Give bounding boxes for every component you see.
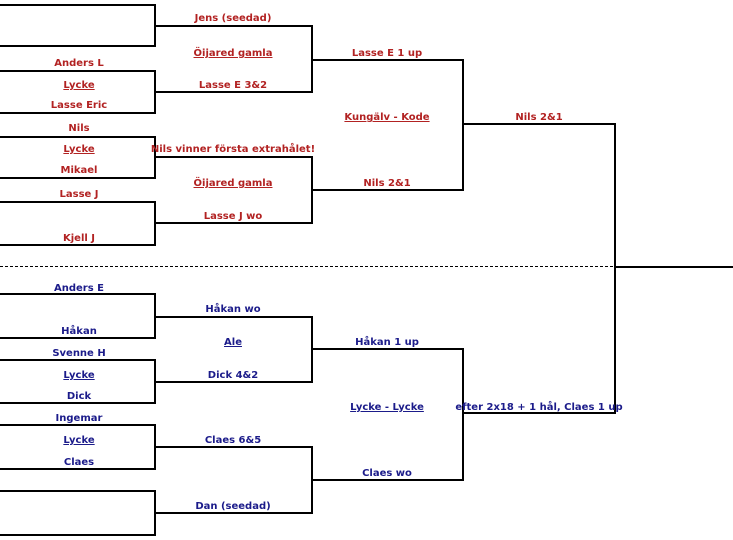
- bracket-line: [156, 25, 313, 27]
- bracket-line: [0, 244, 156, 246]
- venue-link[interactable]: Lycke: [63, 370, 95, 381]
- bracket-line: [156, 512, 313, 514]
- player-name: Mikael: [60, 165, 98, 176]
- bracket-line: [156, 156, 313, 158]
- match-result: Claes wo: [362, 468, 412, 479]
- match-result: Dan (seedad): [195, 501, 271, 512]
- bracket-line: [0, 112, 156, 114]
- bracket-line: [154, 4, 156, 47]
- bracket-line: [0, 468, 156, 470]
- match-result: Dick 4&2: [207, 370, 259, 381]
- bracket-line: [154, 293, 156, 339]
- match-result: Claes 6&5: [204, 435, 262, 446]
- bracket-line: [154, 136, 156, 179]
- venue-link[interactable]: Öijared gamla: [193, 178, 273, 189]
- bracket-line: [313, 348, 464, 350]
- venue-link[interactable]: Öijared gamla: [193, 48, 273, 59]
- player-name: Ingemar: [55, 413, 103, 424]
- venue-link[interactable]: Kungälv - Kode: [344, 112, 430, 123]
- bracket-line: [0, 490, 156, 492]
- bracket-line: [0, 293, 156, 295]
- venue-link[interactable]: Lycke - Lycke: [350, 402, 424, 413]
- player-name: Håkan: [61, 326, 97, 337]
- bracket-line: [313, 479, 464, 481]
- venue-link[interactable]: Lycke: [63, 435, 95, 446]
- bracket-line: [0, 70, 156, 72]
- bracket-line: [311, 156, 313, 224]
- bracket-line: [156, 316, 313, 318]
- player-name: Kjell J: [62, 233, 96, 244]
- bracket-line: [313, 59, 464, 61]
- bracket-line: [0, 177, 156, 179]
- final-line: [616, 266, 733, 268]
- player-name: Anders E: [54, 283, 104, 294]
- match-result: Håkan 1 up: [355, 337, 419, 348]
- player-name: Claes: [63, 457, 95, 468]
- semifinal-result: efter 2x18 + 1 hål, Claes 1 up: [455, 402, 623, 413]
- venue-link[interactable]: Ale: [224, 337, 242, 348]
- bracket-line: [462, 59, 464, 191]
- bracket-line: [154, 70, 156, 114]
- bracket-line: [156, 91, 313, 93]
- bracket-line: [154, 359, 156, 404]
- match-result: Nils 2&1: [363, 178, 411, 189]
- bracket-line: [0, 402, 156, 404]
- match-result: Lasse E 1 up: [351, 48, 423, 59]
- bracket-line: [0, 4, 156, 6]
- player-name: Nils: [68, 123, 90, 134]
- bracket-line: [0, 424, 156, 426]
- player-name: Dick: [66, 391, 92, 402]
- match-result: Lasse J wo: [203, 211, 263, 222]
- match-result: Håkan wo: [205, 304, 261, 315]
- venue-link[interactable]: Lycke: [63, 144, 95, 155]
- player-name: Anders L: [54, 58, 104, 69]
- bracket-line: [0, 201, 156, 203]
- bracket-line: [464, 412, 616, 414]
- match-result: Nils vinner första extrahålet!: [150, 144, 316, 155]
- half-divider: [0, 266, 733, 267]
- bracket-line: [0, 45, 156, 47]
- bracket-line: [311, 25, 313, 93]
- bracket-line: [156, 381, 313, 383]
- bracket-line: [313, 189, 464, 191]
- match-result: Jens (seedad): [194, 13, 272, 24]
- player-name: Lasse J: [59, 189, 99, 200]
- venue-link[interactable]: Lycke: [63, 80, 95, 91]
- bracket-line: [0, 337, 156, 339]
- bracket-line: [156, 222, 313, 224]
- bracket-line: [154, 490, 156, 536]
- bracket-line: [462, 348, 464, 481]
- bracket-line: [311, 446, 313, 514]
- final-connector: [614, 123, 616, 414]
- bracket-line: [0, 359, 156, 361]
- bracket-line: [0, 136, 156, 138]
- bracket-line: [0, 534, 156, 536]
- semifinal-result: Nils 2&1: [515, 112, 563, 123]
- bracket-line: [311, 316, 313, 383]
- bracket-line: [154, 424, 156, 470]
- player-name: Lasse Eric: [50, 100, 108, 111]
- bracket-line: [464, 123, 616, 125]
- bracket-line: [154, 201, 156, 246]
- bracket-line: [156, 446, 313, 448]
- player-name: Svenne H: [52, 348, 106, 359]
- match-result: Lasse E 3&2: [198, 80, 268, 91]
